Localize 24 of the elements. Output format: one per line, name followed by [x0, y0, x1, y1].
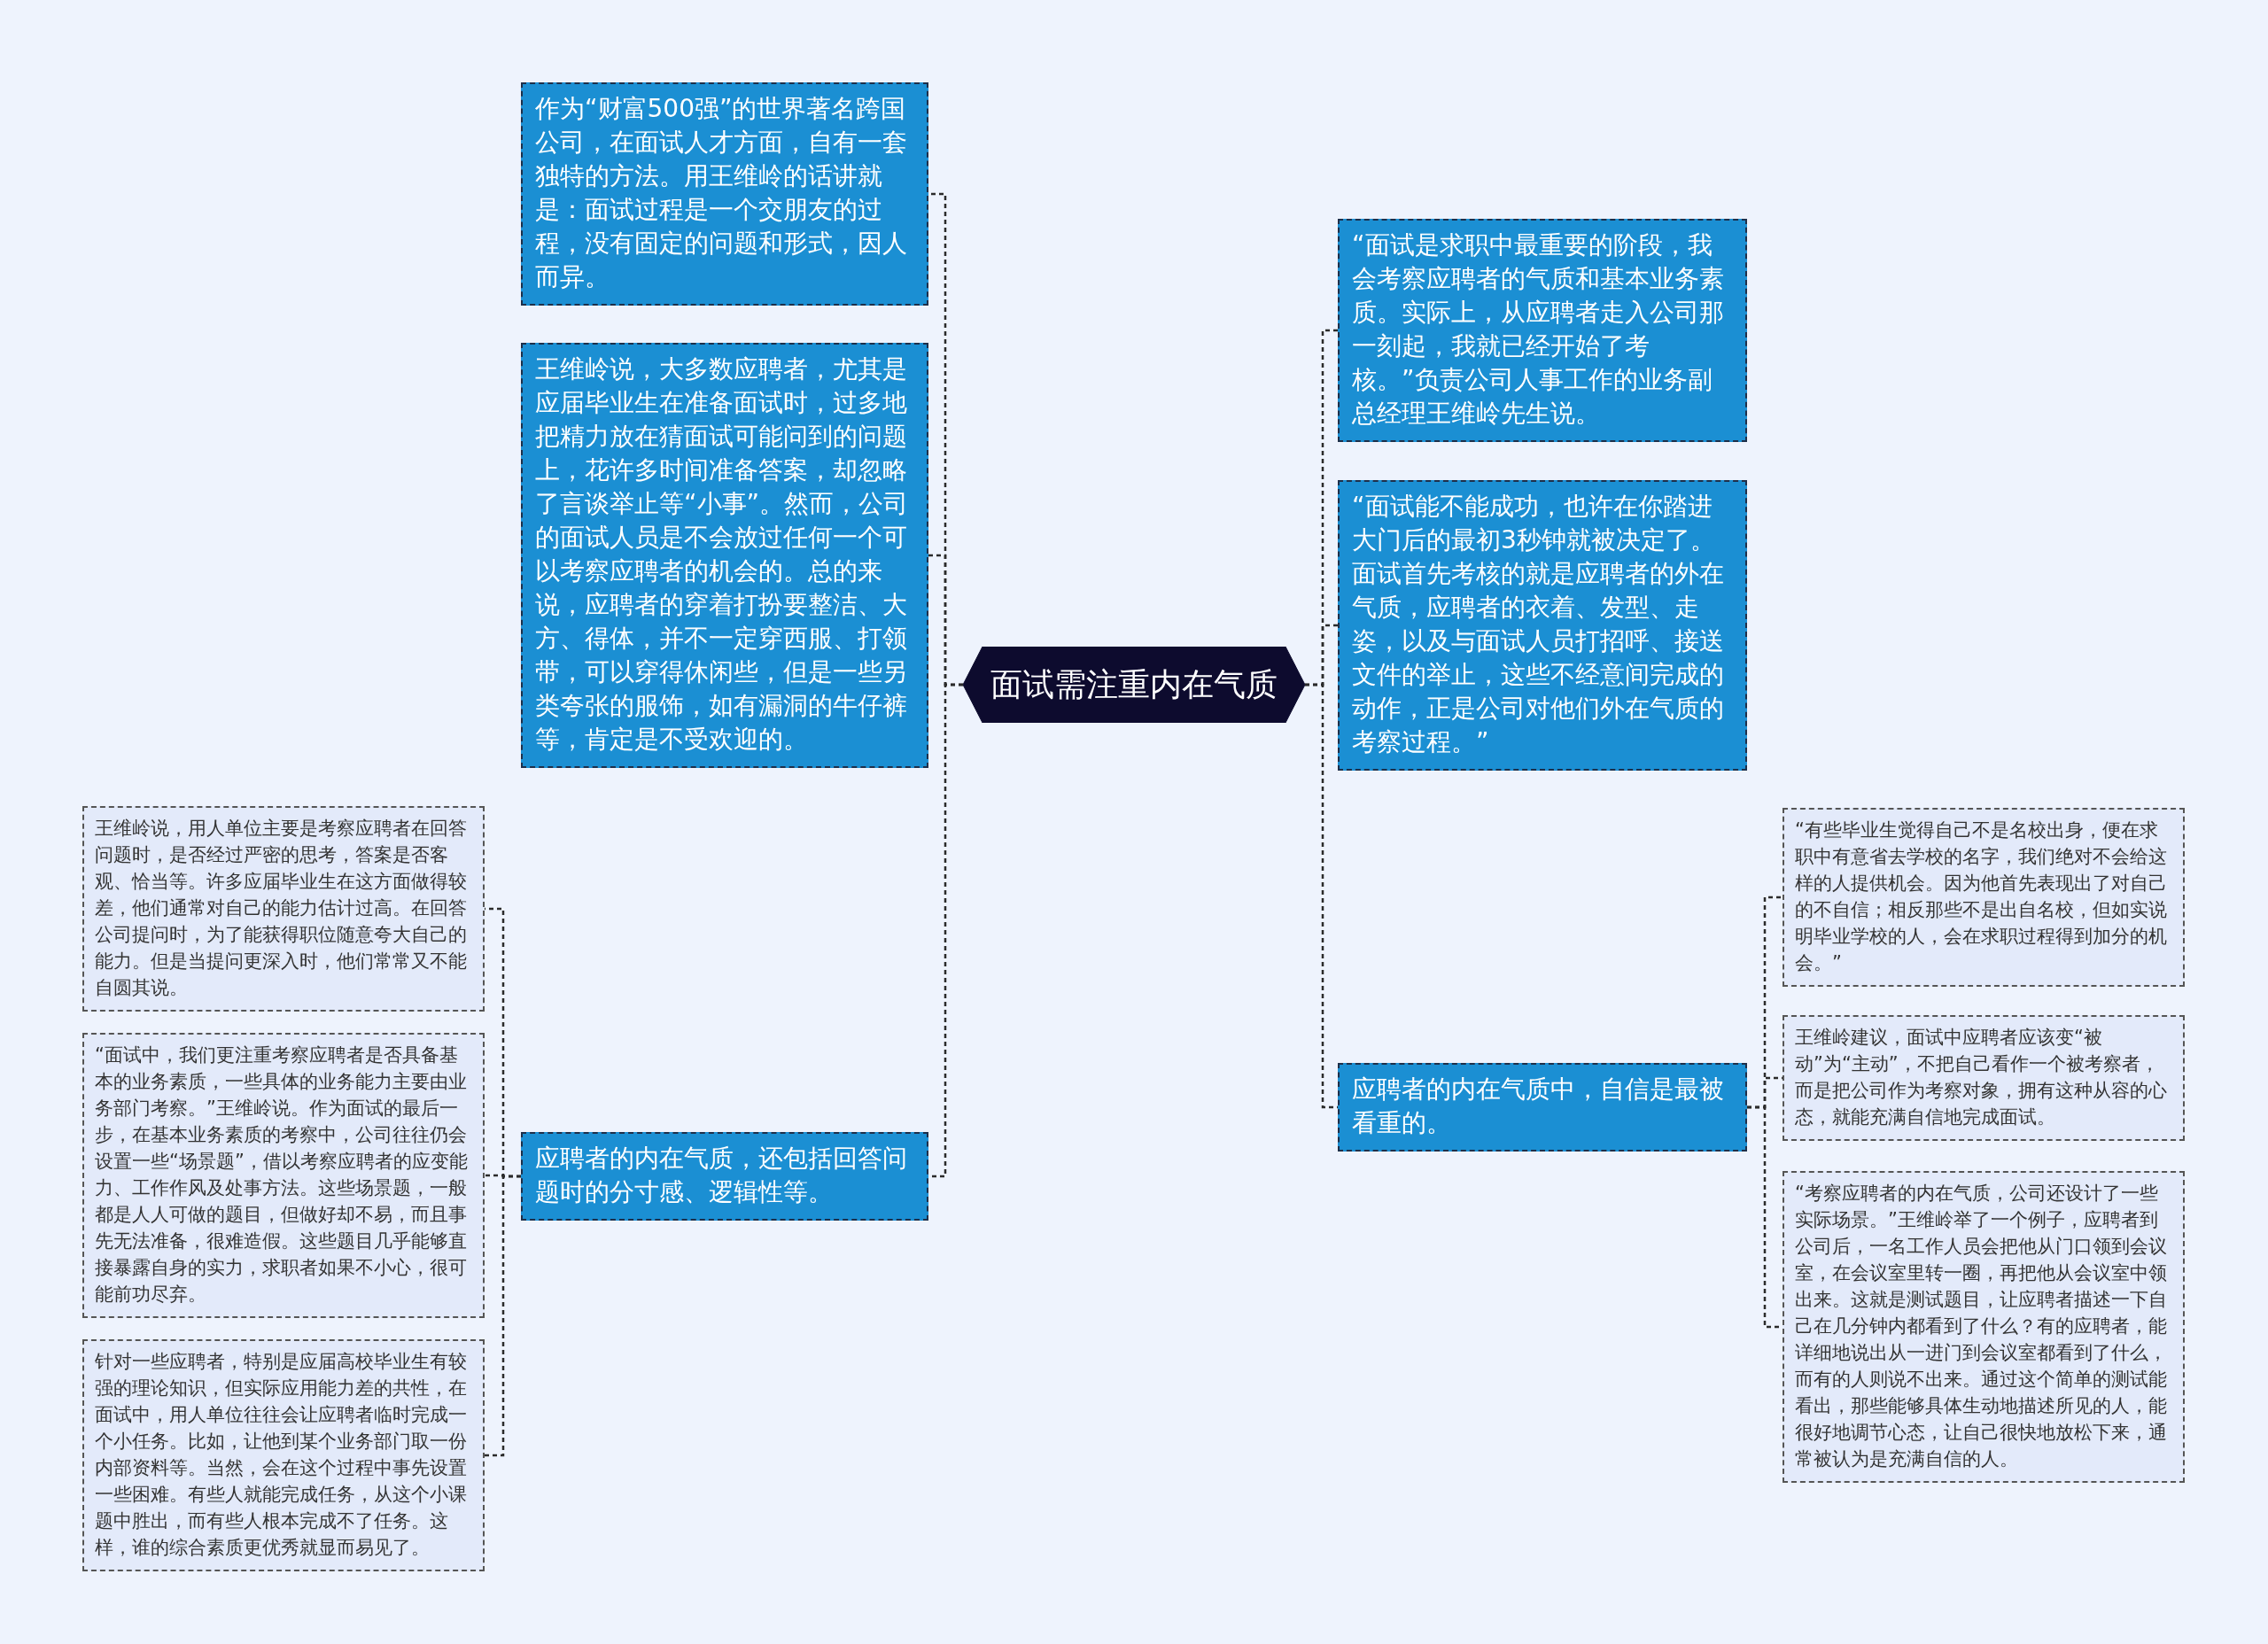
note-box — [1783, 808, 2185, 987]
topic-box — [521, 1132, 928, 1221]
topic-text: 作为“财富500强”的世界著名跨国公司，在面试人才方面，自有一套独特的方法。用王维岭的话讲就是：面试过程是一个交朋友的过程，没有固定的问题和形式，因人而异。 — [535, 93, 908, 293]
topic-text: 应聘者的内在气质中，自信是最被看重的。 — [1352, 1074, 1725, 1139]
topic-box — [1338, 219, 1747, 442]
topic-text: 王维岭说，大多数应聘者，尤其是应届毕业生在准备面试时，过多地把精力放在猜面试可能问到的问题上，花许多时间准备答案，却忽略了言谈举止等“小事”。然而，公司的面试人员是不会放过任何一个可以考察应聘者的机会的。总的来说，应聘者的穿着打扮要整洁、大方、得体，并不一定穿西服、打领带，可以穿得休闲些，但是一些另类夸张的服饰，如有漏洞的牛仔裤等，肯定是不受欢迎的。 — [535, 353, 909, 756]
note-box — [1783, 1015, 2185, 1141]
note-text: “有些毕业生觉得自己不是名校出身，便在求职中有意省去学校的名字，我们绝对不会给这样的人提供机会。因为他首先表现出了对自己的不自信；相反那些不是出自名校，但如实说明毕业学校的人，会在求职过程得到加分的机会。” — [1795, 818, 2168, 975]
topic-text: 应聘者的内在气质，还包括回答问题时的分寸感、逻辑性等。 — [535, 1143, 908, 1208]
note-text: “面试中，我们更注重考察应聘者是否具备基本的业务素质，一些具体的业务能力主要由业务部门考察。”王维岭说。作为面试的最后一步，在基本业务素质的考察中，公司往往仍会设置一些“场景题”，借以考察应聘者的应变能力、工作作风及处事方法。这些场景题，一般都是人人可做的题目，但做好却不易，而且事先无法准备，很难造假。这些题目几乎能够直接暴露自身的实力，求职者如果不小心，很可能前功尽弃。 — [95, 1043, 469, 1307]
topic-box — [1338, 480, 1747, 771]
topic-box — [1338, 1063, 1747, 1152]
central-topic — [963, 647, 1305, 723]
connector-line — [485, 1175, 521, 1457]
topic-box — [521, 82, 928, 306]
note-box — [82, 806, 485, 1012]
note-text: 针对一些应聘者，特别是应届高校毕业生有较强的理论知识，但实际应用能力差的共性，在面试中，用人单位往往会让应聘者临时完成一个小任务。比如，让他到某个业务部门取一份内部资料等。当然，会在这个过程中事先设置一些困难。有些人就能完成任务，从这个小课题中胜出，而有些人根本完成不了任务。这样，谁的综合素质更优秀就显而易见了。 — [95, 1350, 468, 1560]
note-box — [82, 1339, 485, 1571]
central-topic-text: 面试需注重内在气质 — [990, 664, 1278, 704]
note-text: 王维岭说，用人单位主要是考察应聘者在回答问题时，是否经过严密的思考，答案是否客观、恰当等。许多应届毕业生在这方面做得较差，他们通常对自己的能力估计过高。在回答公司提问时，为了能获得职位随意夸大自己的能力。但是当提问更深入时，他们常常又不能自圆其说。 — [95, 817, 468, 1000]
note-text: “考察应聘者的内在气质，公司还设计了一些实际场景。”王维岭举了一个例子，应聘者到公司后，一名工作人员会把他从门口领到会议室，在会议室里转一圈，再把他从会议室中领出来。这就是测试题目，让应聘者描述一下自己在几分钟内都看到了什么？有的应聘者，能详细地说出从一进门到会议室都看到了什么，而有的人则说不出来。通过这个简单的测试能看出，那些能够具体生动地描述所见的人，能很好地调节心态，让自己很快地放松下来，通常被认为是充满自信的人。 — [1795, 1182, 2168, 1471]
topic-text: “面试能不能成功，也许在你踏进大门后的最初3秒钟就被决定了。面试首先考核的就是应聘者的外在气质，应聘者的衣着、发型、走姿，以及与面试人员打招呼、接送文件的举止，这些不经意间完成的动作，正是公司对他们外在气质的考察过程。” — [1352, 491, 1725, 758]
note-text: 王维岭建议，面试中应聘者应该变“被动”为“主动”，不把自己看作一个被考察者，而是把公司作为考察对象，拥有这种从容的心态，就能充满自信地完成面试。 — [1795, 1026, 2168, 1129]
topic-text: “面试是求职中最重要的阶段，我会考察应聘者的气质和基本业务素质。实际上，从应聘者走入公司那一刻起，我就已经开始了考核。”负责公司人事工作的业务副总经理王维岭先生说。 — [1352, 229, 1725, 430]
